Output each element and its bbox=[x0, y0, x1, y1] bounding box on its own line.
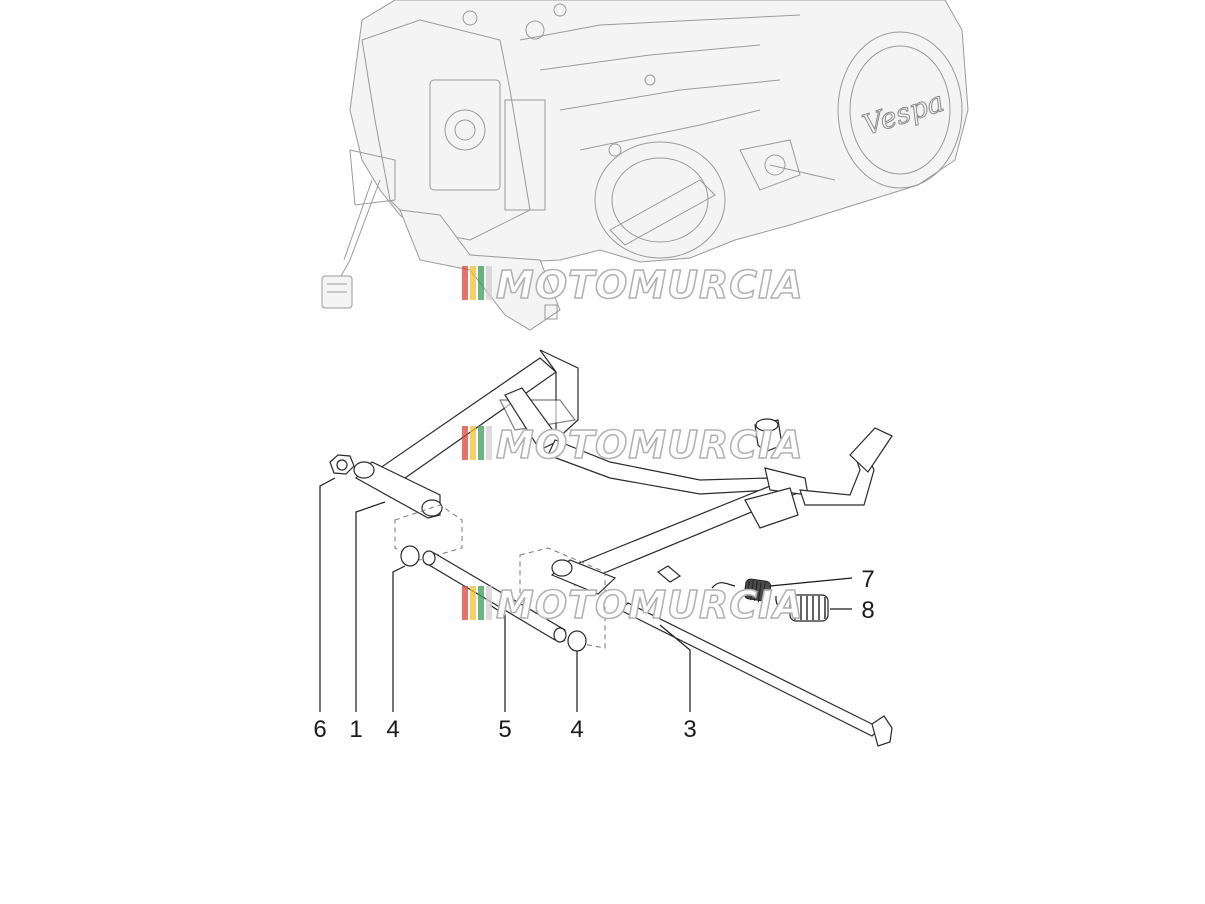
pin-part-5 bbox=[422, 550, 567, 643]
watermark-text: MOTOMURCIA bbox=[496, 583, 804, 627]
washer-part-4-right bbox=[567, 630, 587, 652]
callout-7: 7 bbox=[861, 566, 874, 593]
leader-1 bbox=[355, 501, 386, 712]
rubber-foot-cap bbox=[754, 418, 783, 453]
watermark-2: MOTOMURCIA bbox=[462, 422, 804, 468]
leader-5 bbox=[489, 604, 506, 712]
watermark-stripes bbox=[462, 586, 492, 620]
watermark-stripes bbox=[462, 266, 492, 300]
watermark-text: MOTOMURCIA bbox=[496, 263, 804, 307]
central-stand-frame bbox=[353, 349, 893, 595]
spring-hook-bolt bbox=[656, 565, 682, 583]
leader-6 bbox=[319, 477, 336, 712]
bolt-part-3 bbox=[618, 602, 893, 747]
watermark-1: MOTOMURCIA bbox=[462, 262, 804, 308]
spring-part-7 bbox=[711, 578, 772, 603]
callout-5: 5 bbox=[498, 716, 511, 743]
callout-labels: 6 1 4 5 4 3 7 8 bbox=[313, 566, 874, 743]
leader-7 bbox=[769, 577, 853, 587]
watermark-3: MOTOMURCIA bbox=[462, 582, 804, 628]
callout-4-left: 4 bbox=[386, 716, 399, 743]
leader-4a bbox=[392, 565, 406, 712]
callout-8: 8 bbox=[861, 597, 874, 624]
callout-1: 1 bbox=[349, 716, 362, 743]
watermark-stripes bbox=[462, 426, 492, 460]
washer-part-4-left bbox=[400, 545, 420, 567]
nut-part-6 bbox=[329, 454, 355, 475]
callout-3: 3 bbox=[683, 716, 696, 743]
leader-lines bbox=[319, 477, 853, 712]
group-box-left bbox=[394, 504, 463, 561]
callout-6: 6 bbox=[313, 716, 326, 743]
spring-part-8 bbox=[775, 594, 829, 622]
engine-assembly-ghost bbox=[321, 0, 969, 331]
leader-3 bbox=[659, 624, 691, 712]
watermark-text: MOTOMURCIA bbox=[496, 423, 804, 467]
callout-4-right: 4 bbox=[570, 716, 583, 743]
